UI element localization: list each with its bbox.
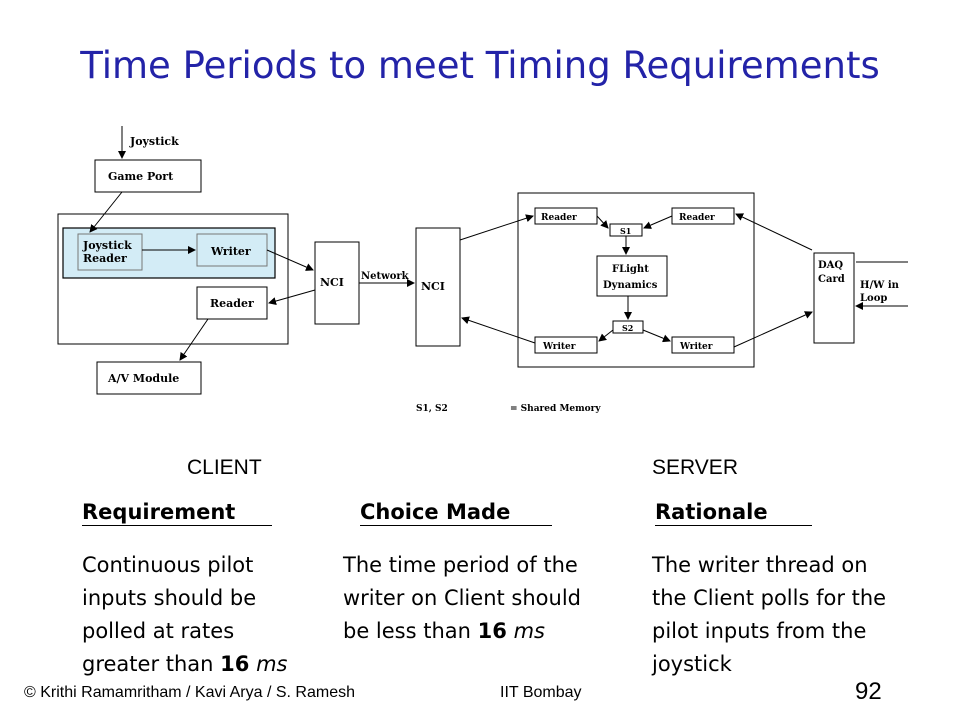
label-s2: S2	[622, 323, 633, 333]
label-client-reader: Reader	[210, 297, 254, 310]
footer-authors: © Krithi Ramamritham / Kavi Arya / S. Ra…	[24, 684, 355, 701]
label-flight-dynamics-1: FLight	[612, 264, 649, 275]
legend-value: = Shared Memory	[510, 404, 601, 414]
choice-prefix: be less than	[343, 619, 478, 643]
server-container	[517, 192, 755, 368]
label-daq-card-1: DAQ	[818, 260, 843, 271]
slide-title: Time Periods to meet Timing Requirements	[80, 44, 880, 87]
rationale-heading: Rationale	[655, 500, 812, 526]
nci-server-box	[415, 227, 461, 347]
server-writer-left-box	[534, 336, 598, 354]
label-server-writer-right: Writer	[679, 342, 713, 352]
label-joystick-reader-1: Joystick	[82, 239, 132, 252]
label-nci-server: NCI	[421, 280, 445, 293]
arrow-reader-s1-right	[643, 215, 673, 229]
requirement-unit: ms	[256, 652, 288, 676]
rationale-line: the Client polls for the	[652, 586, 887, 610]
arrow-server-writer-nci	[461, 316, 536, 344]
arrow-reader-s1-left	[596, 215, 609, 229]
client-container	[57, 213, 289, 345]
choice-unit: ms	[513, 619, 545, 643]
choice-heading: Choice Made	[360, 500, 552, 526]
arrow-nci-reader	[268, 289, 316, 305]
label-game-port: Game Port	[108, 170, 174, 183]
client-reader-box	[196, 286, 268, 320]
rationale-text: The writer thread on the Client polls fo…	[652, 549, 886, 681]
choice-number: 16	[477, 619, 507, 643]
page-number: 92	[855, 678, 882, 705]
requirement-line: polled at rates	[82, 619, 235, 643]
rationale-line: joystick	[652, 652, 732, 676]
requirement-line: inputs should be	[82, 586, 257, 610]
arrow-writer-daq	[733, 311, 813, 348]
label-server-reader-right: Reader	[679, 213, 715, 223]
label-joystick-reader-2: Reader	[83, 252, 127, 265]
requirement-heading: Requirement	[82, 500, 272, 526]
label-hw-loop-1: H/W in	[860, 280, 900, 291]
label-server-reader-left: Reader	[541, 213, 577, 223]
requirement-number: 16	[220, 652, 250, 676]
server-writer-right-box	[671, 336, 735, 354]
daq-card-box	[813, 252, 855, 344]
arrow-reader-av	[179, 318, 209, 361]
choice-line: writer on Client should	[343, 586, 581, 610]
arrow-s2-writer-right	[642, 329, 671, 343]
s2-box	[612, 320, 644, 334]
label-client-writer: Writer	[210, 245, 251, 258]
arrow-gameport-reader	[89, 191, 123, 233]
architecture-diagram: Joystick Game Port Joystick Reader Write…	[57, 126, 908, 414]
label-joystick: Joystick	[129, 135, 179, 148]
arrow-daq-reader	[735, 213, 813, 251]
game-port-box	[94, 159, 202, 193]
label-hw-loop-2: Loop	[860, 293, 887, 304]
server-label: SERVER	[652, 456, 738, 479]
rationale-line: The writer thread on	[652, 553, 868, 577]
label-network: Network	[361, 271, 410, 282]
requirement-line: Continuous pilot	[82, 553, 254, 577]
label-s1: S1	[620, 226, 631, 236]
choice-line: The time period of the	[343, 553, 578, 577]
flight-dynamics-box	[596, 255, 668, 297]
label-flight-dynamics-2: Dynamics	[603, 280, 658, 291]
arrow-s2-writer-left	[598, 329, 614, 342]
label-daq-card-2: Card	[818, 274, 845, 285]
label-nci-client: NCI	[320, 276, 344, 289]
requirement-text: Continuous pilot inputs should be polled…	[82, 549, 287, 681]
legend-key: S1, S2	[416, 404, 448, 414]
av-module-box	[96, 361, 202, 395]
choice-line: be less than 16 ms	[343, 615, 581, 648]
arrow-nci-server-reader	[459, 214, 534, 241]
footer-institution: IIT Bombay	[500, 684, 582, 701]
requirement-prefix: greater than	[82, 652, 221, 676]
arrow-writer-nci	[266, 249, 314, 271]
client-label: CLIENT	[187, 456, 262, 479]
label-av-module: A/V Module	[107, 372, 179, 385]
requirement-line: greater than 16 ms	[82, 648, 287, 681]
rationale-line: pilot inputs from the	[652, 619, 867, 643]
choice-text: The time period of the writer on Client …	[343, 549, 581, 648]
label-server-writer-left: Writer	[542, 342, 576, 352]
